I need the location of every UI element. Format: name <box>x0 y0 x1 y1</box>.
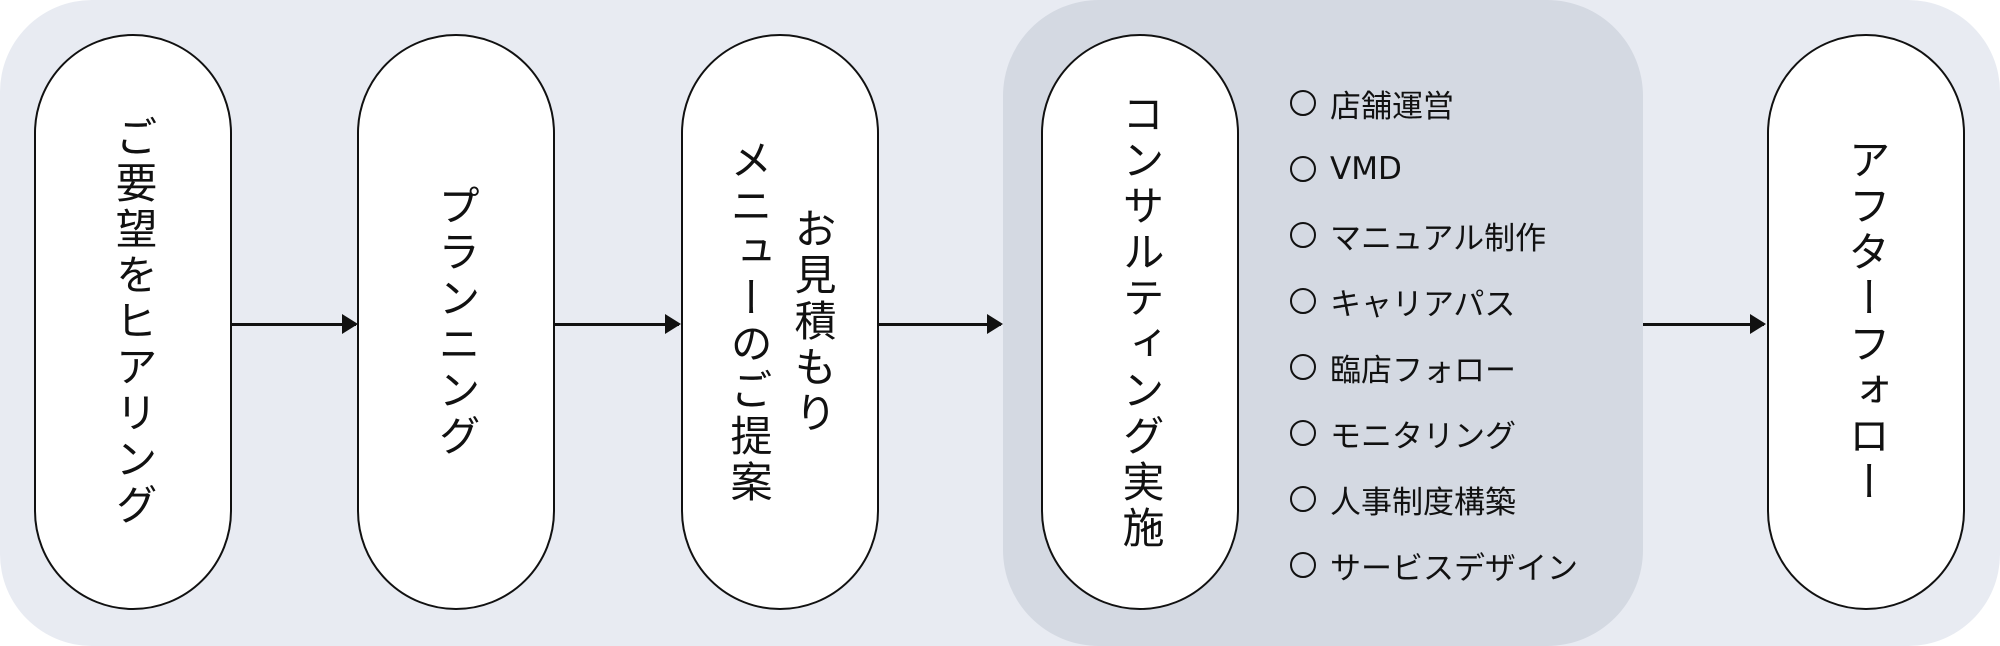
step-consulting: コンサルティング実施 <box>1041 34 1239 610</box>
consulting-service-list: 店舗運営 VMD マニュアル制作 キャリアパス 臨店フォロー モニタリング 人事… <box>1290 70 1630 598</box>
step-aftercare-label: アフターフォロー <box>1842 138 1891 506</box>
arrow-4 <box>1643 314 1766 334</box>
arrow-3 <box>879 314 1003 334</box>
service-item: マニュアル制作 <box>1290 202 1630 268</box>
service-label: マニュアル制作 <box>1330 220 1547 257</box>
service-item: 店舗運営 <box>1290 70 1630 136</box>
service-item: 臨店フォロー <box>1290 334 1630 400</box>
step-planning: プランニング <box>357 34 555 610</box>
arrow-1 <box>232 314 358 334</box>
circle-icon <box>1290 222 1316 248</box>
step-planning-label: プランニング <box>432 184 481 460</box>
service-item: サービスデザイン <box>1290 532 1630 598</box>
service-label: モニタリング <box>1330 418 1516 455</box>
step-estimate: お見積もり メニューのご提案 <box>681 34 879 610</box>
service-item: キャリアパス <box>1290 268 1630 334</box>
service-label: 臨店フォロー <box>1330 352 1516 389</box>
circle-icon <box>1290 90 1316 116</box>
circle-icon <box>1290 288 1316 314</box>
circle-icon <box>1290 486 1316 512</box>
service-label: サービスデザイン <box>1330 550 1578 587</box>
service-label: 人事制度構築 <box>1330 484 1516 521</box>
circle-icon <box>1290 354 1316 380</box>
circle-icon <box>1290 552 1316 578</box>
service-item: VMD <box>1290 136 1630 202</box>
step-hearing-label: ご要望をヒアリング <box>109 115 158 529</box>
step-consulting-label: コンサルティング実施 <box>1116 92 1165 552</box>
step-aftercare: アフターフォロー <box>1767 34 1965 610</box>
circle-icon <box>1290 156 1316 182</box>
arrow-2 <box>555 314 681 334</box>
service-label: キャリアパス <box>1330 286 1516 323</box>
step-estimate-label-line2: メニューのご提案 <box>724 138 773 506</box>
step-estimate-label-line1: お見積もり <box>788 207 837 437</box>
service-item: モニタリング <box>1290 400 1630 466</box>
step-hearing: ご要望をヒアリング <box>34 34 232 610</box>
service-item: 人事制度構築 <box>1290 466 1630 532</box>
service-label: 店舗運営 <box>1330 88 1454 125</box>
circle-icon <box>1290 420 1316 446</box>
service-label: VMD <box>1330 151 1402 187</box>
